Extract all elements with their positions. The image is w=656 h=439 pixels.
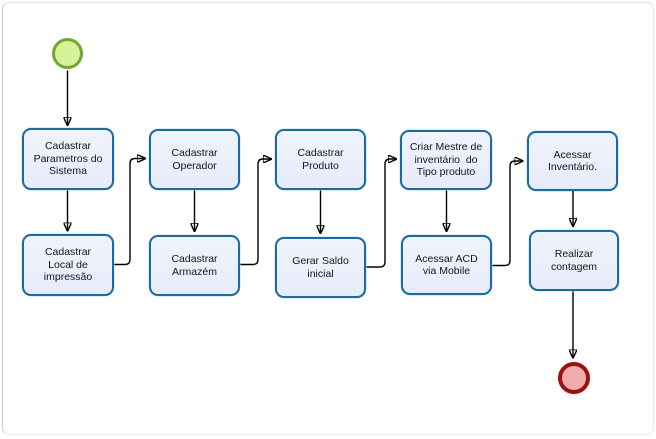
start-event[interactable] — [52, 38, 83, 69]
task-gerar-saldo-inicial[interactable]: Gerar Saldo inicial — [275, 237, 366, 298]
task-label: Acessar Inventário. — [547, 148, 598, 174]
task-label: Realizar contagem — [550, 248, 598, 273]
task-label: Cadastrar Local de impressão — [43, 246, 93, 284]
task-acessar-acd-mobile[interactable]: Acessar ACD via Mobile — [401, 235, 492, 295]
task-label: Cadastrar Produto — [297, 147, 344, 172]
task-cadastrar-operador[interactable]: Cadastrar Operador — [149, 129, 240, 190]
task-label: Acessar ACD via Mobile — [415, 252, 478, 278]
task-criar-mestre-inventario[interactable]: Criar Mestre de inventário do Tipo produ… — [400, 130, 492, 190]
task-label: Cadastrar Parametros do Sistema — [33, 140, 103, 178]
connector-saldo-to-mestre — [366, 159, 397, 268]
task-label: Cadastrar Armazém — [171, 253, 218, 278]
task-label: Criar Mestre de inventário do Tipo produ… — [409, 141, 483, 179]
task-cadastrar-armazem[interactable]: Cadastrar Armazém — [149, 235, 240, 296]
task-cadastrar-parametros-sistema[interactable]: Cadastrar Parametros do Sistema — [22, 128, 114, 190]
task-label: Gerar Saldo inicial — [292, 255, 349, 280]
connector-local-to-operador — [114, 159, 146, 266]
task-cadastrar-local-impressao[interactable]: Cadastrar Local de impressão — [22, 234, 114, 296]
task-acessar-inventario[interactable]: Acessar Inventário. — [527, 131, 618, 191]
connector-armazem-to-produto — [240, 159, 272, 266]
end-event[interactable] — [558, 362, 590, 394]
task-label: Cadastrar Operador — [171, 147, 218, 172]
connector-acd-to-inventario — [492, 161, 523, 267]
task-cadastrar-produto[interactable]: Cadastrar Produto — [275, 129, 366, 190]
task-realizar-contagem[interactable]: Realizar contagem — [529, 230, 619, 291]
